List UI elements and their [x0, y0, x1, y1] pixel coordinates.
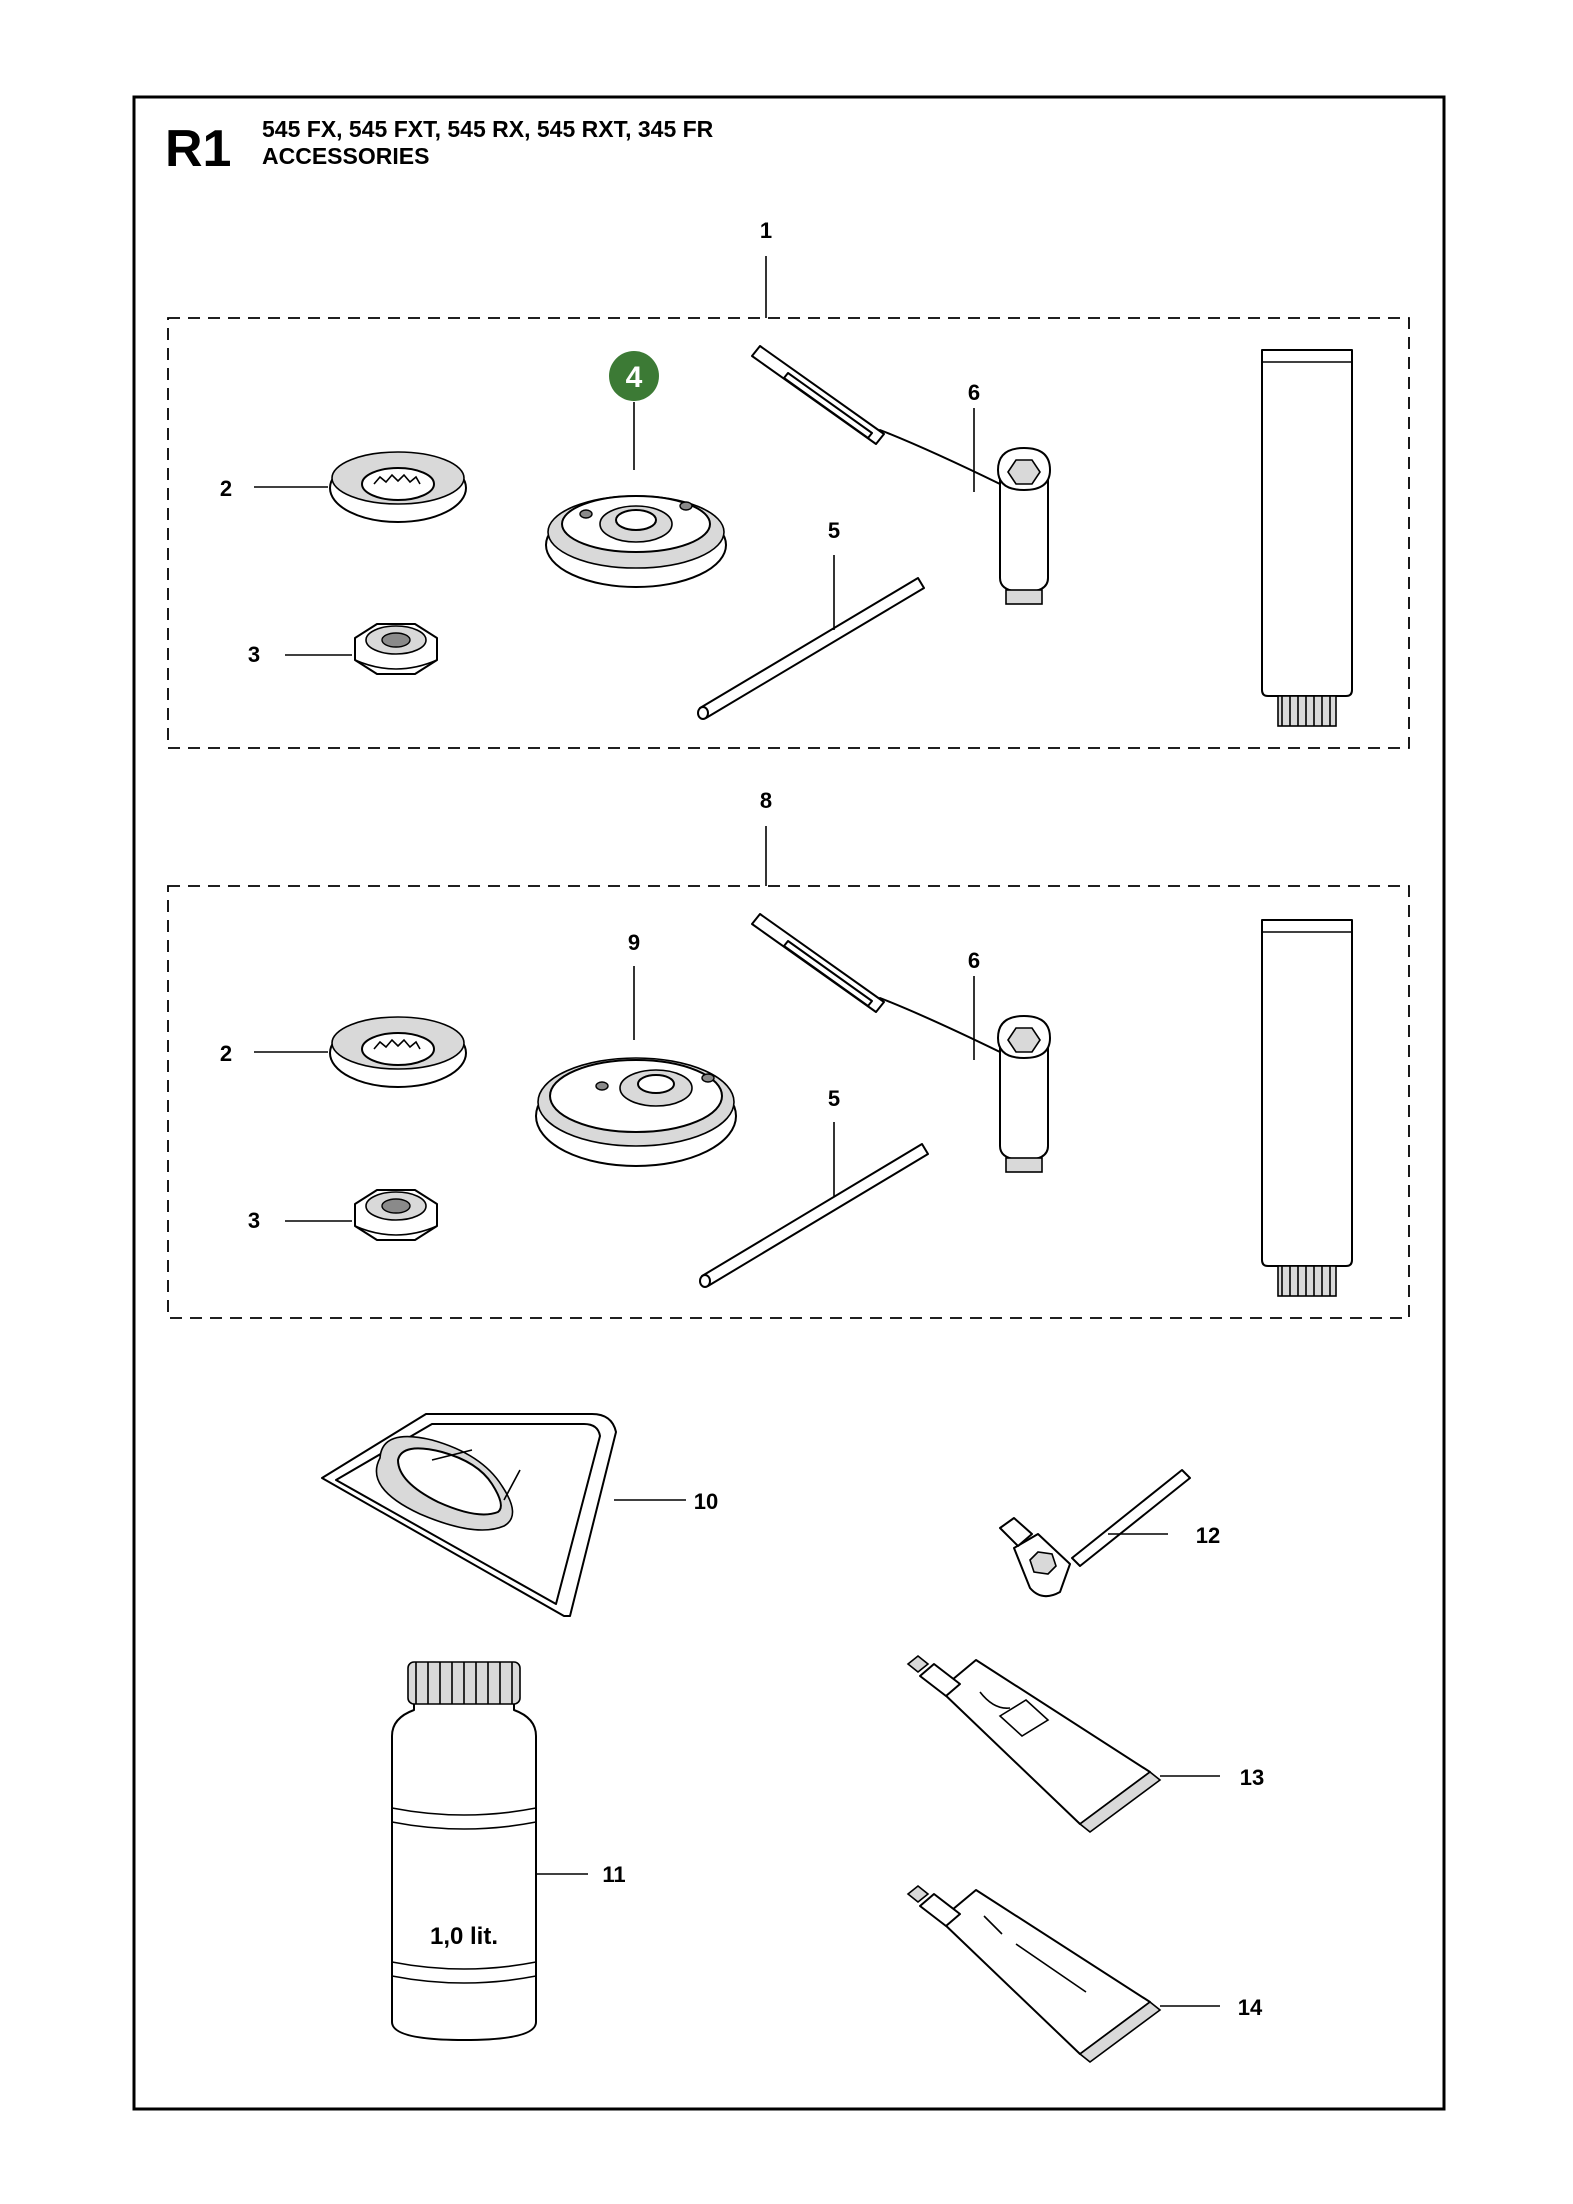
callout-tube-13: 13: [1240, 1765, 1264, 1790]
callout-oil-bottle: 11: [602, 1862, 625, 1887]
callout-small-spanner: 12: [1196, 1523, 1220, 1548]
small-spanner-part: [999, 1469, 1191, 1598]
grease-tube-part-top: [1261, 349, 1353, 727]
nut-part-top: [354, 623, 438, 675]
callout-harness-bag: 10: [694, 1489, 718, 1514]
callout-washer-top: 2: [220, 476, 232, 501]
callout-rod-top: 5: [828, 518, 840, 543]
callout-support-cup-bottom: 9: [628, 930, 640, 955]
support-cup-part-top: [545, 495, 727, 588]
callout-spanner-top: 6: [968, 380, 980, 405]
highlight-badge: [609, 351, 659, 401]
tube-13-part: [906, 1654, 1162, 1834]
callout-kit-bottom: 8: [760, 788, 772, 813]
kit-top-box: [167, 317, 1410, 749]
model-list: 545 FX, 545 FXT, 545 RX, 545 RXT, 345 FR: [262, 116, 714, 142]
oil-bottle-label: 1,0 lit.: [430, 1923, 498, 1950]
nut-part-bottom: [354, 1189, 438, 1241]
callout-support-cup-top: 4: [626, 361, 643, 394]
washer-part-top: [329, 451, 467, 523]
callout-nut-bottom: 3: [248, 1208, 260, 1233]
washer-part-bottom: [329, 1016, 467, 1088]
callout-washer-bottom: 2: [220, 1041, 232, 1066]
page-frame: [132, 95, 1446, 2111]
kit-bottom-box: [167, 885, 1410, 1319]
combination-spanner-part-top: [751, 345, 1051, 605]
callout-tube-14: 14: [1238, 1995, 1263, 2020]
support-cup-part-bottom: [535, 1057, 737, 1167]
rod-part-top: [697, 577, 925, 720]
callout-spanner-bottom: 6: [968, 948, 980, 973]
page-code: R1: [165, 120, 231, 178]
grease-tube-part-bottom: [1261, 919, 1353, 1297]
callout-rod-bottom: 5: [828, 1086, 840, 1111]
combination-spanner-part-bottom: [751, 913, 1051, 1173]
rod-part-bottom: [699, 1143, 929, 1288]
harness-bag-part: [321, 1413, 617, 1617]
section-title: ACCESSORIES: [262, 143, 429, 169]
oil-bottle-part: 1,0 lit.: [391, 1661, 537, 2041]
callout-nut-top: 3: [248, 642, 260, 667]
tube-14-part: [906, 1884, 1162, 2064]
callout-kit-top: 1: [760, 218, 772, 243]
